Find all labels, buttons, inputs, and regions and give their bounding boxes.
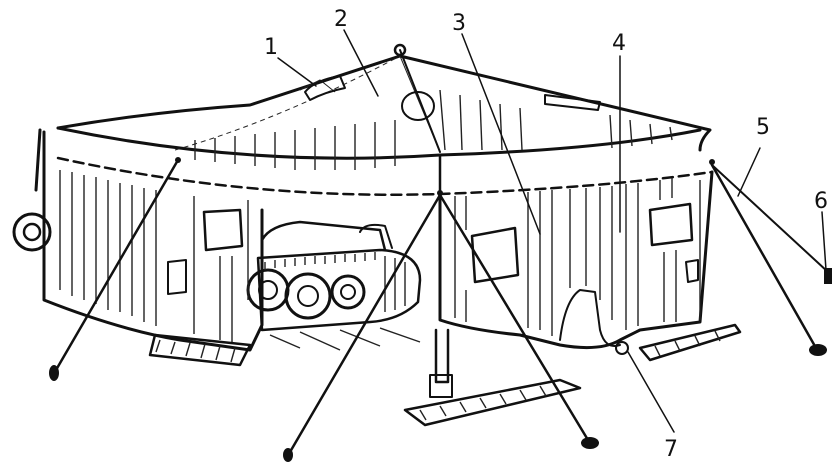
- guy-ropes: [49, 49, 832, 462]
- knob: [437, 190, 443, 196]
- callout-1: 1: [264, 35, 278, 60]
- callout-5: 5: [756, 115, 770, 140]
- callout-4: 4: [612, 31, 626, 56]
- callout-2: 2: [334, 7, 348, 32]
- callout-7: 7: [664, 437, 678, 462]
- tracked-vehicle: [12, 212, 422, 351]
- tent-body: [34, 43, 742, 427]
- callout-6: 6: [814, 189, 828, 214]
- leader-lines: [277, 29, 827, 433]
- knob: [709, 159, 715, 165]
- callout-3: 3: [452, 11, 466, 36]
